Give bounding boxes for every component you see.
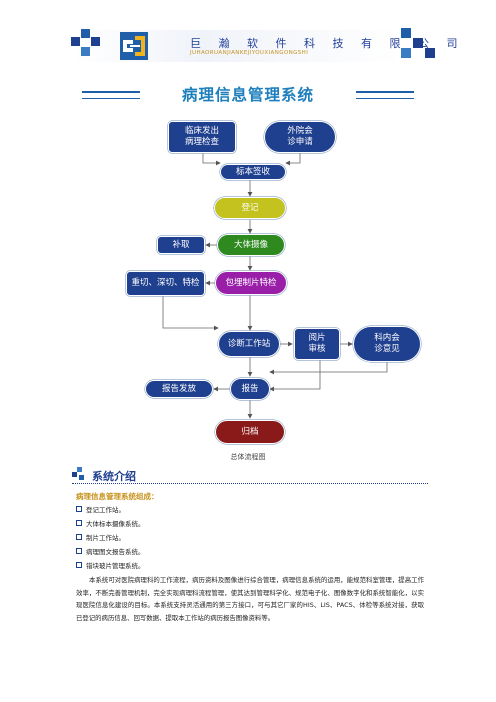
checkbox-icon [76,534,82,540]
node-external-line1: 外院会 [287,126,313,136]
list-item: 病理图文报告系统。 [76,546,145,556]
node-specimen-sign: 标本签收 [220,164,286,180]
list-item-text: 大体标本摄像系统。 [86,520,145,528]
node-register: 登记 [214,197,286,219]
node-external-consult: 外院会诊申请 [264,121,336,153]
company-logo-icon [120,32,148,60]
list-item: 大体标本摄像系统。 [76,518,145,528]
node-gross-label: 大体摄像 [233,239,268,250]
node-supplement-label: 补取 [172,239,190,250]
body-paragraph: 本系统可对医院病理科的工作流程，病历资料及图像进行综合管理，病理信息系统的运用，… [76,576,424,622]
page-title: 病理信息管理系统 [181,86,314,104]
node-external-line2: 诊申请 [287,137,313,147]
company-name-en: JUHAORUANJIANKEJIYOUXIANGONGSHI [190,50,309,56]
list-item: 登记工作站。 [76,504,125,514]
list-item-text: 制片工作站。 [86,534,125,542]
node-clinic-request: 临床发出病理检查 [168,121,236,153]
node-dept-line2: 诊意见 [374,344,400,354]
node-report-label: 报告 [241,383,259,394]
checkbox-icon [76,506,82,512]
node-clinic-line1: 临床发出 [184,126,219,136]
node-recut: 重切、深切、特检 [126,271,205,296]
node-archive-label: 归档 [241,426,259,437]
node-specimen-sign-label: 标本签收 [235,166,270,177]
list-item: 制片工作站。 [76,532,125,542]
header-corner-blocks-left [71,29,100,56]
list-item-text: 错块玻片管理系统。 [86,562,145,570]
list-item-text: 病理图文报告系统。 [86,548,145,556]
section-divider [72,483,428,484]
checkbox-icon [76,548,82,554]
title-rule-right [356,91,414,99]
node-review-line2: 审核 [308,344,326,354]
section-blocks-icon [72,467,84,480]
list-item-text: 登记工作站。 [86,506,125,514]
node-supplement: 补取 [157,236,205,254]
title-rule-left [82,91,140,99]
node-release-label: 报告发放 [161,383,196,394]
node-review: 阅片审核 [294,328,340,360]
node-report-release: 报告发放 [145,380,213,398]
node-embedding-label: 包埋制片特检 [225,277,277,288]
header-corner-blocks-right [401,28,435,58]
node-archive: 归档 [215,420,285,444]
node-diagnosis-label: 诊断工作站 [227,338,271,349]
node-register-label: 登记 [241,202,259,213]
section-title: 系统介绍 [92,470,136,483]
checkbox-icon [76,562,82,568]
company-name-cn: 巨 瀚 软 件 科 技 有 限 公 司 [190,37,465,50]
node-clinic-line2: 病理检查 [184,137,219,147]
section-subheading: 病理信息管理系统组成： [76,492,159,501]
node-review-line1: 阅片 [308,333,326,343]
node-recut-label: 重切、深切、特检 [131,278,200,288]
node-diagnosis-station: 诊断工作站 [218,331,280,357]
checkbox-icon [76,520,82,526]
node-gross-imaging: 大体摄像 [217,234,285,256]
node-embedding: 包埋制片特检 [215,271,287,295]
list-item: 错块玻片管理系统。 [76,560,145,570]
node-dept-line1: 科内会 [374,333,400,343]
node-report: 报告 [230,378,270,400]
figure-caption: 总体流程图 [230,453,266,461]
node-dept-consult: 科内会诊意见 [353,326,421,362]
